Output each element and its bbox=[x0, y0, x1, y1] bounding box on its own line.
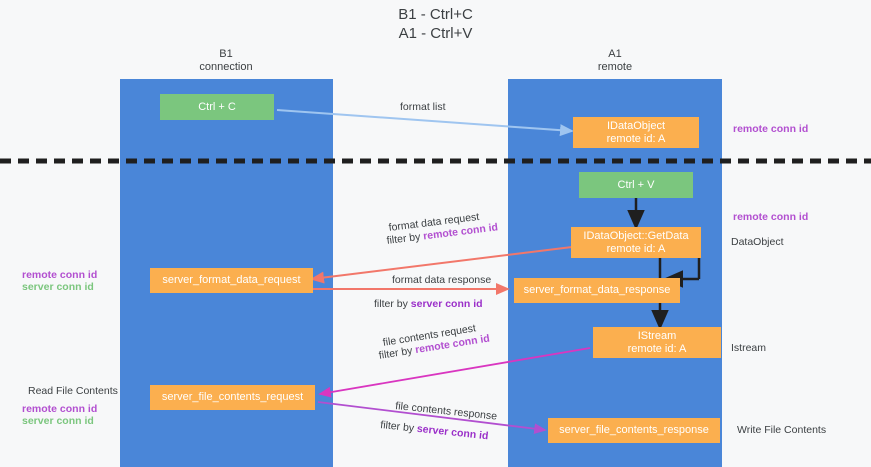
node-ctrl-v[interactable]: Ctrl + V bbox=[579, 172, 693, 198]
node-idataobject[interactable]: IDataObject remote id: A bbox=[573, 117, 699, 148]
side-label-left-mid-server-conn-id: server conn id bbox=[22, 415, 94, 427]
edge-label-format-data-response: format data response bbox=[392, 274, 492, 286]
node-server-file-contents-response[interactable]: server_file_contents_response bbox=[548, 418, 720, 443]
edge-label-file-contents-response: file contents response bbox=[394, 400, 498, 423]
node-istream[interactable]: IStream remote id: A bbox=[593, 327, 721, 358]
side-label-dataobject: DataObject bbox=[731, 236, 784, 248]
server-conn-id-keyword: server conn id bbox=[410, 298, 483, 310]
side-label-right-remote-conn-id-mid: remote conn id bbox=[733, 211, 809, 223]
side-label-left-mid-remote-conn-id: remote conn id bbox=[22, 403, 98, 415]
side-label-istream: Istream bbox=[731, 342, 767, 354]
side-label-read-file-contents: Read File Contents bbox=[28, 385, 118, 397]
edge-label-file-contents-response-filter: filter by server conn id bbox=[380, 419, 489, 443]
filter-by-text: filter by bbox=[379, 419, 418, 435]
side-label-left-server-conn-id: server conn id bbox=[22, 281, 94, 293]
edge-label-format-data-response-filter: filter by server conn id bbox=[374, 298, 483, 311]
server-conn-id-keyword: server conn id bbox=[416, 422, 489, 443]
node-ctrl-c[interactable]: Ctrl + C bbox=[160, 94, 274, 120]
side-label-left-remote-conn-id: remote conn id bbox=[22, 269, 98, 281]
column-header-a1: A1 remote bbox=[597, 48, 633, 73]
edge-label-format-list: format list bbox=[400, 101, 446, 113]
node-server-format-data-request[interactable]: server_format_data_request bbox=[150, 268, 313, 293]
node-server-file-contents-request[interactable]: server_file_contents_request bbox=[150, 385, 315, 410]
side-label-write-file-contents: Write File Contents bbox=[737, 424, 827, 436]
diagram-title: B1 - Ctrl+C A1 - Ctrl+V bbox=[398, 6, 473, 42]
column-header-b1: B1 connection bbox=[199, 48, 253, 73]
filter-by-text: filter by bbox=[374, 298, 411, 310]
node-idataobject-getdata[interactable]: IDataObject::GetData remote id: A bbox=[571, 227, 701, 258]
side-label-right-remote-conn-id-top: remote conn id bbox=[733, 123, 809, 135]
node-server-format-data-response[interactable]: server_format_data_response bbox=[514, 278, 680, 303]
